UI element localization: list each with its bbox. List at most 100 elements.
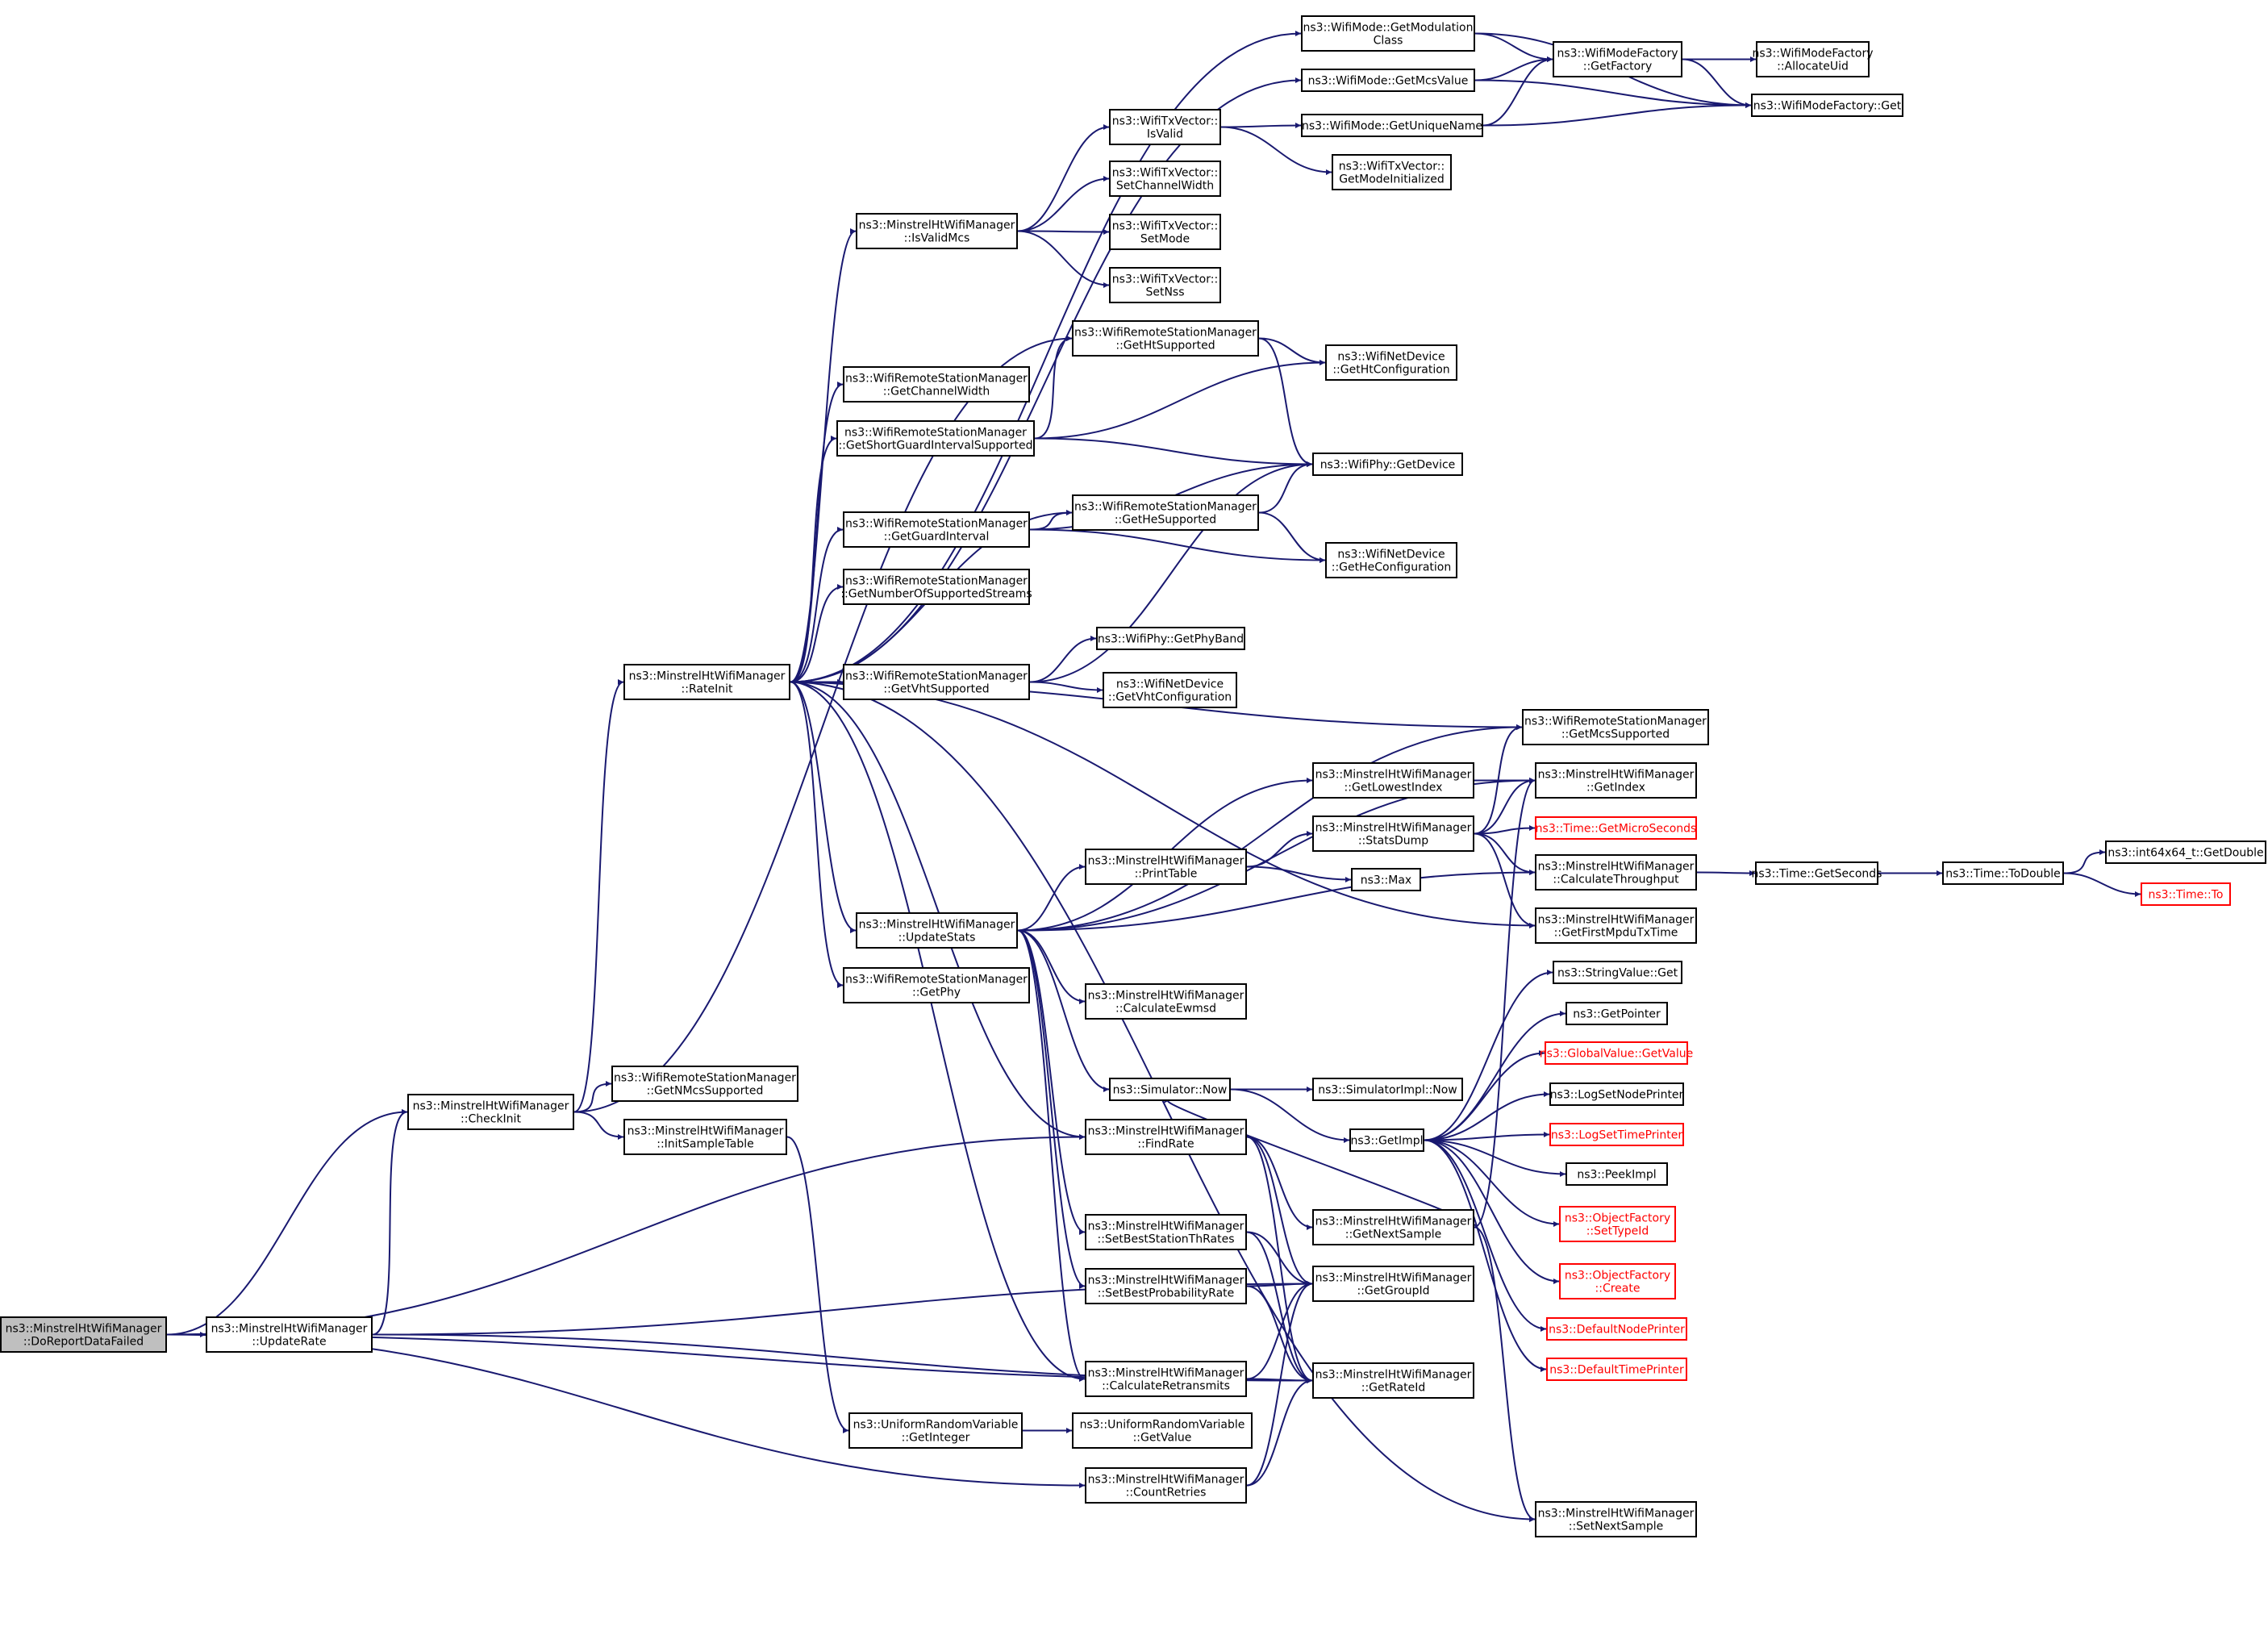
node-getuniquename[interactable]: ns3::WifiMode::GetUniqueName (1301, 114, 1483, 137)
node-getht[interactable]: ns3::WifiRemoteStationManager::GetHtSupp… (1072, 320, 1259, 357)
node-getsgi[interactable]: ns3::WifiRemoteStationManager::GetShortG… (836, 420, 1035, 457)
node-modefactory[interactable]: ns3::WifiModeFactory::GetFactory (1553, 41, 1682, 77)
node-calcthroughput[interactable]: ns3::MinstrelHtWifiManager::CalculateThr… (1535, 854, 1697, 891)
node-getvht[interactable]: ns3::WifiRemoteStationManager::GetVhtSup… (843, 664, 1030, 700)
edge-txisvalid-to-getmodeinit (1220, 126, 1332, 175)
node-box (856, 912, 1018, 949)
node-calcretrans[interactable]: ns3::MinstrelHtWifiManager::CalculateRet… (1085, 1361, 1247, 1397)
edge-modefactory-to-factoryget (1682, 58, 1752, 108)
node-updatestats[interactable]: ns3::MinstrelHtWifiManager::UpdateStats (856, 912, 1018, 949)
node-simnow[interactable]: ns3::Simulator::Now (1109, 1078, 1231, 1101)
node-getmcssupported[interactable]: ns3::WifiRemoteStationManager::GetMcsSup… (1522, 709, 1709, 745)
node-getnextsample[interactable]: ns3::MinstrelHtWifiManager::GetNextSampl… (1312, 1209, 1474, 1245)
node-getvhtconf[interactable]: ns3::WifiNetDevice::GetVhtConfiguration (1103, 672, 1237, 708)
node-getpointer[interactable]: ns3::GetPointer (1566, 1002, 1668, 1025)
node-label: ::CalculateThroughput (1553, 874, 1679, 886)
node-label: ::PrintTable (1135, 868, 1198, 881)
node-label: ::RateInit (682, 683, 733, 696)
node-checkinit[interactable]: ns3::MinstrelHtWifiManager::CheckInit (407, 1094, 574, 1130)
node-getmicro[interactable]: ns3::Time::GetMicroSeconds (1535, 816, 1697, 840)
node-defnode[interactable]: ns3::DefaultNodePrinter (1546, 1317, 1687, 1341)
node-label: ns3::MinstrelHtWifiManager (6, 1323, 162, 1336)
node-max[interactable]: ns3::Max (1351, 868, 1421, 891)
edge-rateinit-to-getmodclass (790, 31, 1302, 683)
node-label: SetChannelWidth (1116, 180, 1214, 193)
node-timeto[interactable]: ns3::Time::To (2141, 882, 2231, 906)
node-box (611, 1066, 798, 1102)
node-allocuid[interactable]: ns3::WifiModeFactory::AllocateUid (1752, 41, 1874, 77)
edge-checkinit-to-rateinit (573, 679, 624, 1113)
node-label: ns3::WifiRemoteStationManager (844, 427, 1027, 440)
node-globalget[interactable]: ns3::GlobalValue::GetValue (1540, 1041, 1693, 1065)
node-getchannelwidth[interactable]: ns3::WifiRemoteStationManager::GetChanne… (843, 366, 1030, 403)
node-setnextsample[interactable]: ns3::MinstrelHtWifiManager::SetNextSampl… (1535, 1501, 1697, 1537)
node-int64getdouble[interactable]: ns3::int64x64_t::GetDouble (2105, 841, 2266, 864)
node-uniformgetint[interactable]: ns3::UniformRandomVariable::GetInteger (848, 1412, 1023, 1449)
node-objsettype[interactable]: ns3::ObjectFactory::SetTypeId (1559, 1206, 1676, 1242)
node-factoryget[interactable]: ns3::WifiModeFactory::Get (1751, 94, 1903, 117)
node-box (1566, 1002, 1668, 1025)
node-printtable[interactable]: ns3::MinstrelHtWifiManager::PrintTable (1085, 849, 1247, 885)
edge-getimpl-to-logsetnode (1424, 1091, 1550, 1141)
node-getheconf[interactable]: ns3::WifiNetDevice::GetHeConfiguration (1325, 542, 1457, 578)
node-stringget[interactable]: ns3::StringValue::Get (1553, 961, 1682, 984)
edge-getsgi-to-phygetdevice (1034, 437, 1313, 467)
node-countretries[interactable]: ns3::MinstrelHtWifiManager::CountRetries (1085, 1467, 1247, 1504)
node-logsettime[interactable]: ns3::LogSetTimePrinter (1549, 1123, 1684, 1146)
node-simimplnow[interactable]: ns3::SimulatorImpl::Now (1312, 1078, 1463, 1101)
node-label: ::GetHtSupported (1115, 340, 1215, 352)
node-getmodeinit[interactable]: ns3::WifiTxVector::GetModeInitialized (1332, 154, 1452, 190)
node-getfirstmpdu[interactable]: ns3::MinstrelHtWifiManager::GetFirstMpdu… (1535, 907, 1697, 944)
node-box (1535, 1501, 1697, 1537)
node-txsetmode[interactable]: ns3::WifiTxVector::SetMode (1109, 214, 1221, 250)
node-box (1325, 344, 1457, 381)
edge-rateinit-to-getphy (790, 681, 844, 988)
node-getgroupid[interactable]: ns3::MinstrelHtWifiManager::GetGroupId (1312, 1266, 1474, 1302)
node-findrate[interactable]: ns3::MinstrelHtWifiManager::FindRate (1085, 1119, 1247, 1155)
node-todouble[interactable]: ns3::Time::ToDouble (1942, 861, 2064, 885)
edge-setbestprob-to-getgroupid (1246, 1281, 1313, 1287)
node-logsetnode[interactable]: ns3::LogSetNodePrinter (1549, 1082, 1684, 1106)
node-peekimpl[interactable]: ns3::PeekImpl (1566, 1162, 1668, 1186)
node-getimpl[interactable]: ns3::GetImpl (1349, 1128, 1424, 1152)
edge-rateinit-to-getguard (790, 527, 844, 683)
node-initsample[interactable]: ns3::MinstrelHtWifiManager::InitSampleTa… (623, 1119, 787, 1155)
node-txisvalid[interactable]: ns3::WifiTxVector::IsValid (1109, 109, 1221, 145)
node-txsetnss[interactable]: ns3::WifiTxVector::SetNss (1109, 267, 1221, 303)
node-getindex[interactable]: ns3::MinstrelHtWifiManager::GetIndex (1535, 762, 1697, 799)
node-getrateid[interactable]: ns3::MinstrelHtWifiManager::GetRateId (1312, 1362, 1474, 1399)
node-getguard[interactable]: ns3::WifiRemoteStationManager::GetGuardI… (843, 511, 1030, 548)
node-getnumstreams[interactable]: ns3::WifiRemoteStationManager::GetNumber… (840, 569, 1032, 605)
node-updaterate[interactable]: ns3::MinstrelHtWifiManager::UpdateRate (206, 1316, 373, 1353)
node-gethe[interactable]: ns3::WifiRemoteStationManager::GetHeSupp… (1072, 494, 1259, 531)
node-isvalidmcs[interactable]: ns3::MinstrelHtWifiManager::IsValidMcs (856, 213, 1018, 249)
node-box (1756, 41, 1870, 77)
node-getnmcs[interactable]: ns3::WifiRemoteStationManager::GetNMcsSu… (611, 1066, 798, 1102)
node-setbestth[interactable]: ns3::MinstrelHtWifiManager::SetBestStati… (1085, 1214, 1247, 1250)
node-label: ns3::WifiModeFactory (1557, 48, 1678, 60)
node-label: ns3::WifiModeFactory (1752, 48, 1873, 60)
node-phygetdevice[interactable]: ns3::WifiPhy::GetDevice (1312, 453, 1463, 476)
node-txsetcw[interactable]: ns3::WifiTxVector::SetChannelWidth (1109, 161, 1221, 197)
node-root[interactable]: ns3::MinstrelHtWifiManager::DoReportData… (0, 1316, 167, 1353)
node-calcewmsd[interactable]: ns3::MinstrelHtWifiManager::CalculateEwm… (1085, 983, 1247, 1020)
node-getseconds[interactable]: ns3::Time::GetSeconds (1752, 861, 1882, 885)
node-statsdump[interactable]: ns3::MinstrelHtWifiManager::StatsDump (1312, 816, 1474, 852)
node-label: ns3::WifiRemoteStationManager (845, 518, 1028, 531)
node-getmcsvalue[interactable]: ns3::WifiMode::GetMcsValue (1301, 69, 1475, 92)
edge-statsdump-to-getmicro (1474, 825, 1536, 835)
node-getlowestindex[interactable]: ns3::MinstrelHtWifiManager::GetLowestInd… (1312, 762, 1474, 799)
node-rateinit[interactable]: ns3::MinstrelHtWifiManager::RateInit (623, 664, 790, 700)
node-gethtconf[interactable]: ns3::WifiNetDevice::GetHtConfiguration (1325, 344, 1457, 381)
node-getphy[interactable]: ns3::WifiRemoteStationManager::GetPhy (843, 967, 1030, 1003)
node-label: ns3::DefaultNodePrinter (1549, 1324, 1685, 1337)
edge-getimpl-to-logsettime (1424, 1132, 1550, 1141)
node-setbestprob[interactable]: ns3::MinstrelHtWifiManager::SetBestProba… (1085, 1268, 1247, 1304)
node-deftime[interactable]: ns3::DefaultTimePrinter (1546, 1358, 1687, 1381)
node-objcreate[interactable]: ns3::ObjectFactory::Create (1559, 1263, 1676, 1299)
node-label: GetModeInitialized (1339, 173, 1445, 186)
node-uniformgetval[interactable]: ns3::UniformRandomVariable::GetValue (1072, 1412, 1253, 1449)
node-getphyband[interactable]: ns3::WifiPhy::GetPhyBand (1096, 627, 1245, 650)
node-label: ns3::MinstrelHtWifiManager (1088, 1474, 1244, 1487)
